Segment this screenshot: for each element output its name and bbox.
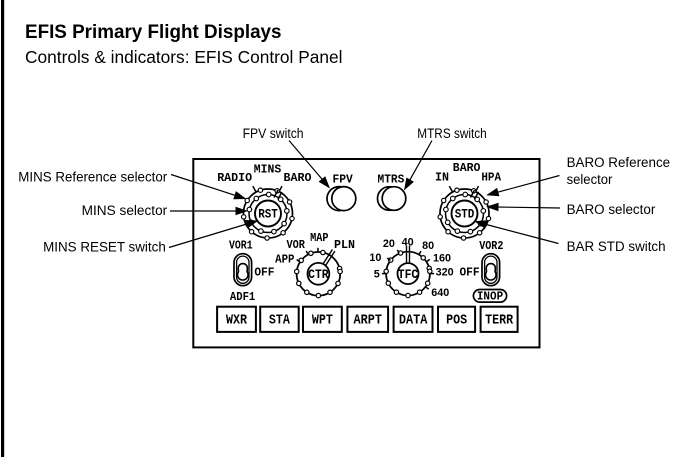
svg-text:STA: STA [269,313,291,328]
svg-text:OFF: OFF [459,265,479,279]
svg-text:640: 640 [431,287,449,299]
svg-text:160: 160 [433,253,451,265]
svg-text:MTRS: MTRS [378,173,405,187]
svg-text:MAP: MAP [310,231,328,245]
svg-text:VOR2: VOR2 [479,239,503,253]
svg-text:5: 5 [374,269,380,281]
svg-text:MINS RESET switch: MINS RESET switch [43,240,166,255]
svg-text:RADIO: RADIO [217,171,252,185]
svg-text:DATA: DATA [399,313,428,328]
svg-text:APP: APP [275,253,294,267]
svg-text:40: 40 [402,237,414,249]
svg-text:BARO: BARO [284,171,312,185]
svg-text:CTR: CTR [308,267,329,282]
svg-text:80: 80 [422,240,434,252]
svg-text:VOR1: VOR1 [229,238,253,252]
svg-text:INOP: INOP [477,291,503,304]
svg-text:HPA: HPA [481,171,501,185]
svg-text:BARO selector: BARO selector [567,202,656,217]
svg-text:320: 320 [436,267,454,279]
svg-text:20: 20 [383,238,395,250]
svg-text:WXR: WXR [226,313,248,328]
svg-text:BARO: BARO [453,161,481,175]
svg-text:ADF1: ADF1 [230,290,255,304]
svg-text:TFC: TFC [398,267,419,282]
svg-text:10: 10 [369,252,381,264]
svg-text:selector: selector [567,172,613,187]
svg-text:ARPT: ARPT [354,313,383,328]
svg-text:STD: STD [455,207,475,222]
svg-text:FPV switch: FPV switch [243,126,304,142]
svg-text:EFIS Primary Flight Displays: EFIS Primary Flight Displays [25,21,282,43]
svg-text:MINS selector: MINS selector [82,203,168,218]
svg-text:RST: RST [258,207,278,222]
svg-text:POS: POS [446,313,467,328]
svg-text:FPV: FPV [332,172,353,186]
svg-text:MINS: MINS [254,163,281,177]
svg-text:BAR STD switch: BAR STD switch [567,239,666,254]
svg-text:TERR: TERR [485,313,514,328]
svg-text:WPT: WPT [312,313,333,328]
svg-text:PLN: PLN [334,238,355,252]
svg-text:Controls & indicators: EFIS Co: Controls & indicators: EFIS Control Pane… [25,47,343,67]
svg-text:BARO Reference: BARO Reference [567,155,671,170]
svg-text:OFF: OFF [254,265,274,279]
svg-text:IN: IN [435,171,449,185]
svg-text:MINS Reference selector: MINS Reference selector [18,170,167,185]
svg-text:VOR: VOR [287,238,306,252]
svg-text:MTRS switch: MTRS switch [417,126,486,142]
